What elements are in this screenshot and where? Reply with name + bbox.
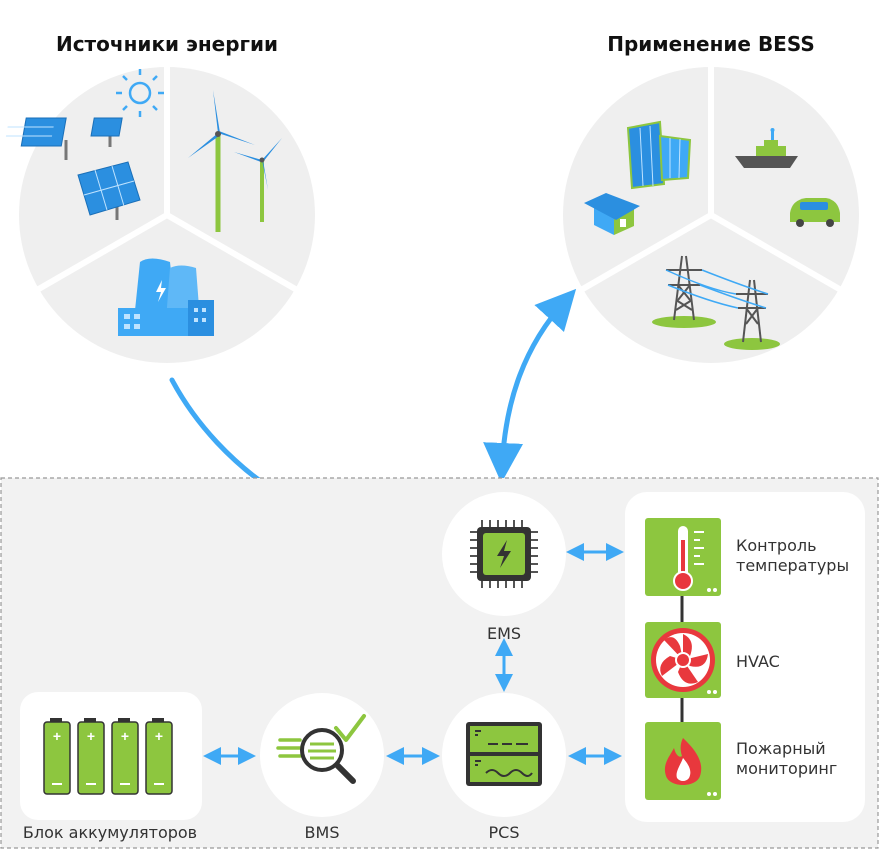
electric-car-icon: [790, 198, 840, 227]
svg-text:+: +: [121, 728, 129, 744]
office-building-icon: [626, 120, 692, 190]
energy-sources-circle: [5, 65, 315, 363]
hvac-label: HVAC: [736, 652, 780, 671]
transmission-tower-icon: [652, 255, 716, 328]
chip-icon: [470, 520, 538, 588]
ship-icon: [735, 128, 798, 168]
application-arrow: [483, 288, 577, 483]
ems-label: EMS: [487, 624, 521, 643]
wind-turbine-icon: [188, 90, 255, 232]
pcs-device-icon: [466, 722, 542, 786]
svg-text:+: +: [155, 728, 163, 744]
solar-panel-icon: [90, 117, 123, 147]
sources-title: Источники энергии: [56, 32, 278, 56]
sun-icon: [116, 69, 164, 117]
battery-label: Блок аккумуляторов: [23, 823, 197, 842]
svg-text:+: +: [53, 728, 61, 744]
pcs-label: PCS: [489, 823, 520, 842]
magnifier-check-icon: [276, 714, 366, 784]
fire-icon: [645, 722, 721, 800]
bms-label: BMS: [305, 823, 340, 842]
solar-panel-icon: [77, 161, 141, 220]
temperature-label-line2: температуры: [736, 556, 849, 575]
check-icon: [334, 714, 366, 742]
small-arrows: [203, 543, 624, 765]
thermometer-icon: [645, 518, 721, 596]
house-icon: [584, 193, 640, 235]
battery-pack-icon: + + + +: [43, 718, 173, 795]
fire-label-line1: Пожарный: [736, 739, 826, 758]
temperature-label-line1: Контроль: [736, 536, 817, 555]
svg-text:+: +: [87, 728, 95, 744]
fan-icon: [645, 622, 721, 698]
power-plant-icon: [118, 258, 214, 336]
solar-panel-icon: [5, 117, 68, 160]
applications-title: Применение BESS: [607, 32, 815, 56]
fire-label-line2: мониторинг: [736, 759, 837, 778]
applications-circle: [563, 65, 859, 363]
lightning-icon: [156, 280, 166, 302]
wind-turbine-icon: [234, 138, 282, 222]
power-lines: [665, 269, 769, 309]
